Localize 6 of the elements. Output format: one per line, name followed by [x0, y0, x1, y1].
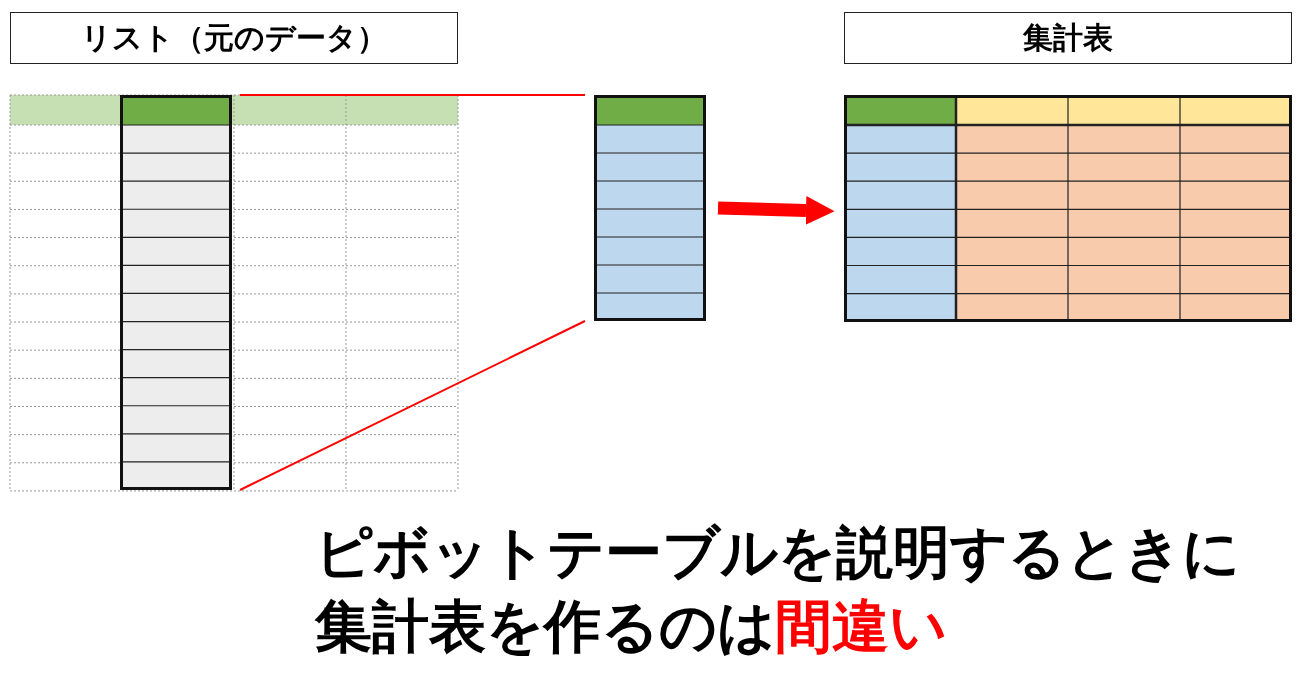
table-heading: 集計表 — [844, 12, 1292, 64]
zoom-line — [239, 320, 586, 491]
block-arrow — [717, 196, 835, 225]
caption: ピボットテーブルを説明するときに集計表を作るのは間違い — [315, 518, 1241, 661]
table-heading: リスト（元のデータ） — [10, 12, 458, 64]
zoom-line — [239, 94, 586, 96]
